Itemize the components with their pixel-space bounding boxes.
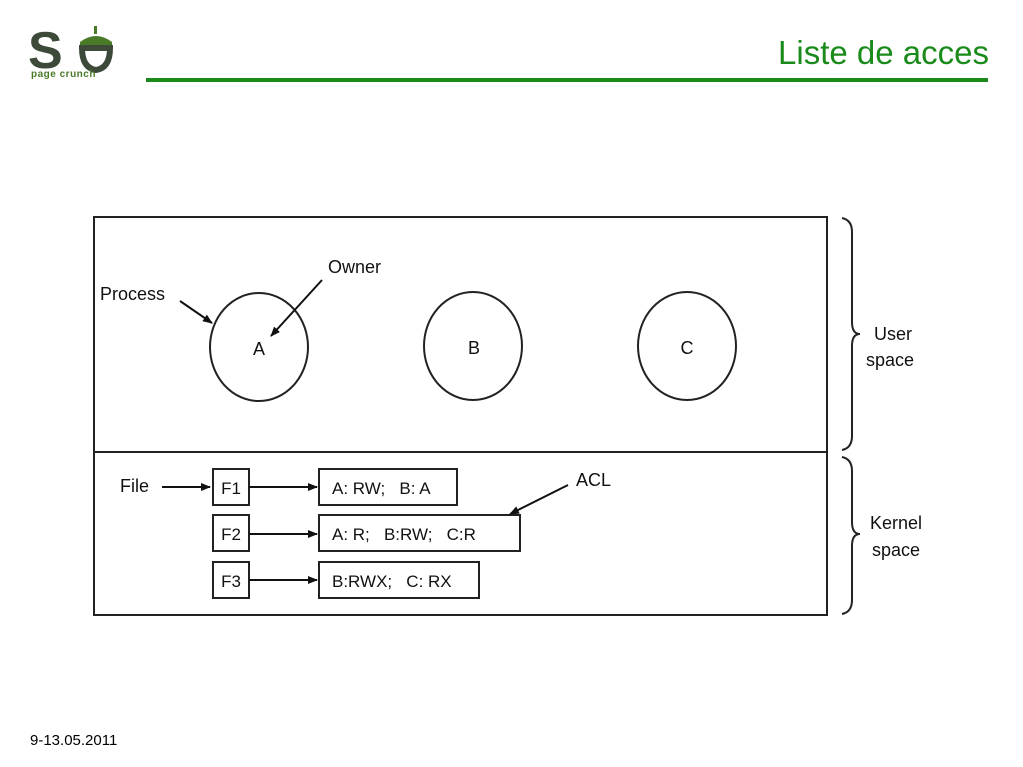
footer-date: 9-13.05.2011: [30, 732, 118, 749]
file-f2-label: F2: [221, 525, 241, 544]
process-b-circle: [423, 291, 523, 401]
acl-f2-entry: A: R; B:RW; C:R: [332, 525, 476, 544]
process-c-label: C: [681, 338, 694, 358]
owner-callout-arrow: [270, 279, 323, 337]
process-c-circle: [637, 291, 737, 401]
acl-f1-entry: A: RW; B: A: [332, 479, 431, 498]
acl-f3-entry: B:RWX; C: RX: [332, 572, 452, 591]
user-space-label-line2: space: [866, 350, 914, 370]
file-callout-label: File: [120, 476, 149, 496]
user-space-brace: [841, 217, 861, 451]
acl-callout-arrow: [509, 484, 569, 515]
acl-f3-box: [318, 561, 480, 599]
acl-f1-box: [318, 468, 458, 506]
acl-f2-box: [318, 514, 521, 552]
file-f3-label: F3: [221, 572, 241, 591]
kernel-space-label-line2: space: [872, 540, 920, 560]
file-f1-label: F1: [221, 479, 241, 498]
user-space-box: [93, 216, 828, 453]
svg-text:S: S: [28, 22, 63, 80]
logo-subtitle: page crunch: [31, 69, 96, 80]
process-callout-label: Process: [100, 284, 165, 304]
acl-callout-label: ACL: [576, 470, 611, 490]
owner-callout-label: Owner: [328, 257, 381, 277]
acorn-logo-icon: S: [28, 22, 114, 80]
page-title: Liste de acces: [778, 34, 989, 71]
title-divider: [146, 78, 988, 82]
process-a-label: A: [253, 339, 265, 359]
process-a-circle: [209, 292, 309, 402]
process-b-label: B: [468, 338, 480, 358]
user-space-label-line1: User: [874, 324, 912, 344]
process-callout-arrow: [179, 300, 213, 324]
kernel-space-box: [93, 451, 828, 616]
kernel-space-label-line1: Kernel: [870, 513, 922, 533]
kernel-space-brace: [841, 456, 861, 615]
